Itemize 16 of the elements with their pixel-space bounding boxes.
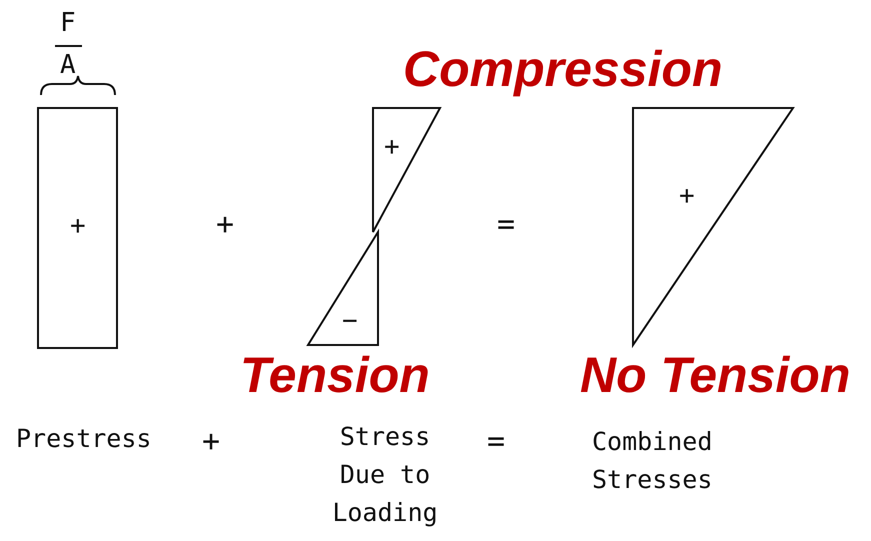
sign-symbol: +: [384, 134, 400, 160]
plus-operator: +: [216, 210, 234, 240]
caption: Combined Stresses: [592, 426, 714, 496]
force-symbol: F: [60, 10, 76, 36]
caption: Prestress: [16, 425, 152, 453]
stress-zone-label: Tension: [240, 348, 430, 402]
sign-symbol: −: [342, 308, 358, 334]
equals-operator: =: [487, 427, 506, 457]
equals-operator: =: [497, 210, 516, 240]
caption: Stress Due to Loading: [331, 421, 439, 529]
plus-operator: +: [202, 427, 220, 457]
stress-zone-label: Compression: [403, 42, 723, 96]
sign-symbol: +: [70, 213, 86, 239]
sign-symbol: +: [679, 183, 695, 209]
stress-zone-label: No Tension: [580, 348, 850, 402]
area-symbol: A: [60, 52, 76, 78]
